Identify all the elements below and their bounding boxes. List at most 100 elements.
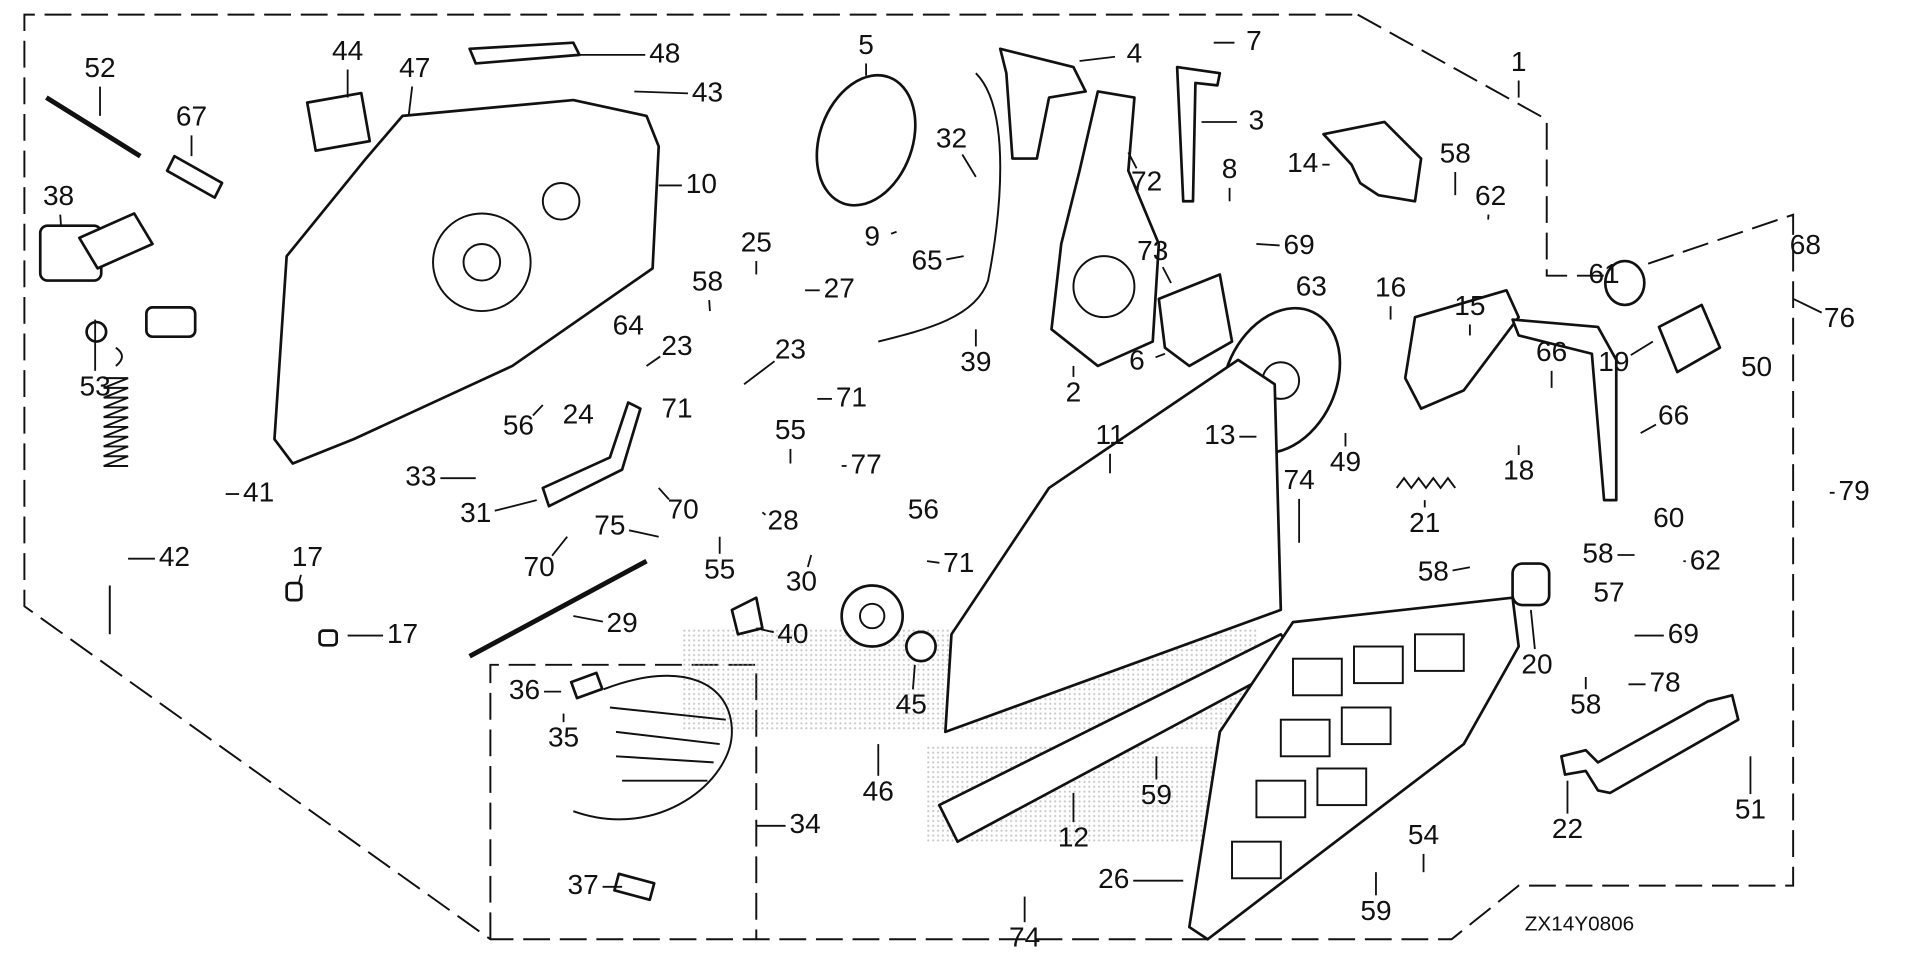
callout-11: 11 — [1095, 419, 1124, 450]
leader-line — [494, 499, 537, 512]
callout-71: 71 — [661, 392, 692, 423]
callout-66: 66 — [1658, 400, 1689, 431]
callout-75: 75 — [594, 509, 625, 540]
callout-17: 17 — [292, 541, 323, 572]
callout-29: 29 — [607, 607, 638, 638]
leader-line — [708, 299, 711, 312]
callout-25: 25 — [741, 226, 772, 257]
leader-line — [1155, 352, 1166, 359]
callout-64: 64 — [613, 309, 644, 340]
leader-line — [1161, 266, 1172, 284]
callout-40: 40 — [777, 618, 808, 649]
callout-9: 9 — [864, 220, 880, 251]
callout-10: 10 — [686, 168, 717, 199]
callout-23: 23 — [775, 334, 806, 365]
callout-28: 28 — [768, 504, 799, 535]
leader-line — [297, 574, 302, 584]
leader-line — [1127, 152, 1138, 169]
leader-line — [1529, 609, 1536, 650]
leader-line — [912, 664, 916, 690]
callout-57: 57 — [1593, 576, 1624, 607]
callout-34: 34 — [789, 808, 820, 839]
leader-line — [961, 154, 977, 178]
leader-line — [890, 230, 897, 235]
leader-line — [59, 214, 62, 226]
callout-39: 39 — [960, 346, 991, 377]
callout-72: 72 — [1131, 165, 1162, 196]
callout-56: 56 — [503, 409, 534, 440]
callout-6: 6 — [1129, 345, 1145, 376]
callout-18: 18 — [1503, 454, 1534, 485]
callout-71: 71 — [836, 381, 867, 412]
leader-line — [806, 554, 813, 568]
callout-38: 38 — [43, 180, 74, 211]
leader-line — [645, 355, 661, 367]
callout-71: 71 — [943, 547, 974, 578]
callout-53: 53 — [80, 370, 111, 401]
callout-44: 44 — [332, 35, 363, 66]
callout-33: 33 — [405, 461, 436, 492]
callout-24: 24 — [563, 398, 594, 429]
callout-59: 59 — [1360, 895, 1391, 926]
callout-76: 76 — [1824, 302, 1855, 333]
control-case-part — [273, 98, 661, 465]
callout-2: 2 — [1066, 376, 1082, 407]
callout-21: 21 — [1409, 507, 1440, 538]
callout-47: 47 — [399, 52, 430, 83]
leader-line — [628, 529, 659, 538]
callout-74: 74 — [1284, 464, 1315, 495]
callout-69: 69 — [1668, 618, 1699, 649]
callout-58: 58 — [692, 265, 723, 296]
callout-56: 56 — [908, 494, 939, 525]
callout-54: 54 — [1408, 819, 1439, 850]
callout-55: 55 — [775, 414, 806, 445]
leader-line — [761, 511, 767, 516]
leader-line — [756, 627, 774, 634]
callout-37: 37 — [567, 869, 598, 900]
callout-31: 31 — [460, 497, 491, 528]
leader-lines — [59, 41, 1835, 923]
callout-51: 51 — [1735, 794, 1766, 825]
callout-3: 3 — [1249, 104, 1265, 135]
callout-79: 79 — [1839, 475, 1870, 506]
callout-74: 74 — [1009, 922, 1040, 953]
callout-58: 58 — [1440, 137, 1471, 168]
callout-36: 36 — [509, 674, 540, 705]
callout-42: 42 — [159, 541, 190, 572]
callout-49: 49 — [1330, 446, 1361, 477]
callout-16: 16 — [1375, 272, 1406, 303]
callout-61: 61 — [1588, 258, 1619, 289]
callout-17: 17 — [387, 618, 418, 649]
callout-15: 15 — [1454, 290, 1485, 321]
callout-65: 65 — [911, 245, 942, 276]
leader-line — [1640, 423, 1657, 434]
leader-line — [1630, 340, 1654, 356]
callout-12: 12 — [1058, 822, 1089, 853]
parts-drawings — [38, 41, 1740, 941]
callout-67: 67 — [176, 101, 207, 132]
callout-45: 45 — [896, 689, 927, 720]
callout-32: 32 — [936, 123, 967, 154]
callout-55: 55 — [704, 553, 735, 584]
callout-7: 7 — [1246, 25, 1262, 56]
callout-22: 22 — [1552, 813, 1583, 844]
callout-77: 77 — [850, 448, 881, 479]
callout-5: 5 — [858, 29, 874, 60]
side-cover-part — [944, 358, 1283, 734]
callout-58: 58 — [1570, 689, 1601, 720]
callout-27: 27 — [824, 273, 855, 304]
drawing-code: ZX14Y0806 — [1525, 913, 1634, 936]
callout-58: 58 — [1418, 556, 1449, 587]
callout-23: 23 — [661, 330, 692, 361]
callout-66: 66 — [1536, 336, 1567, 367]
callout-70: 70 — [667, 494, 698, 525]
callout-62: 62 — [1690, 545, 1721, 576]
callout-8: 8 — [1222, 153, 1238, 184]
leader-line — [743, 360, 776, 385]
callout-14: 14 — [1287, 147, 1318, 178]
leader-line — [634, 90, 689, 95]
assembly-boundary — [23, 13, 1795, 941]
leader-line — [1256, 243, 1280, 247]
